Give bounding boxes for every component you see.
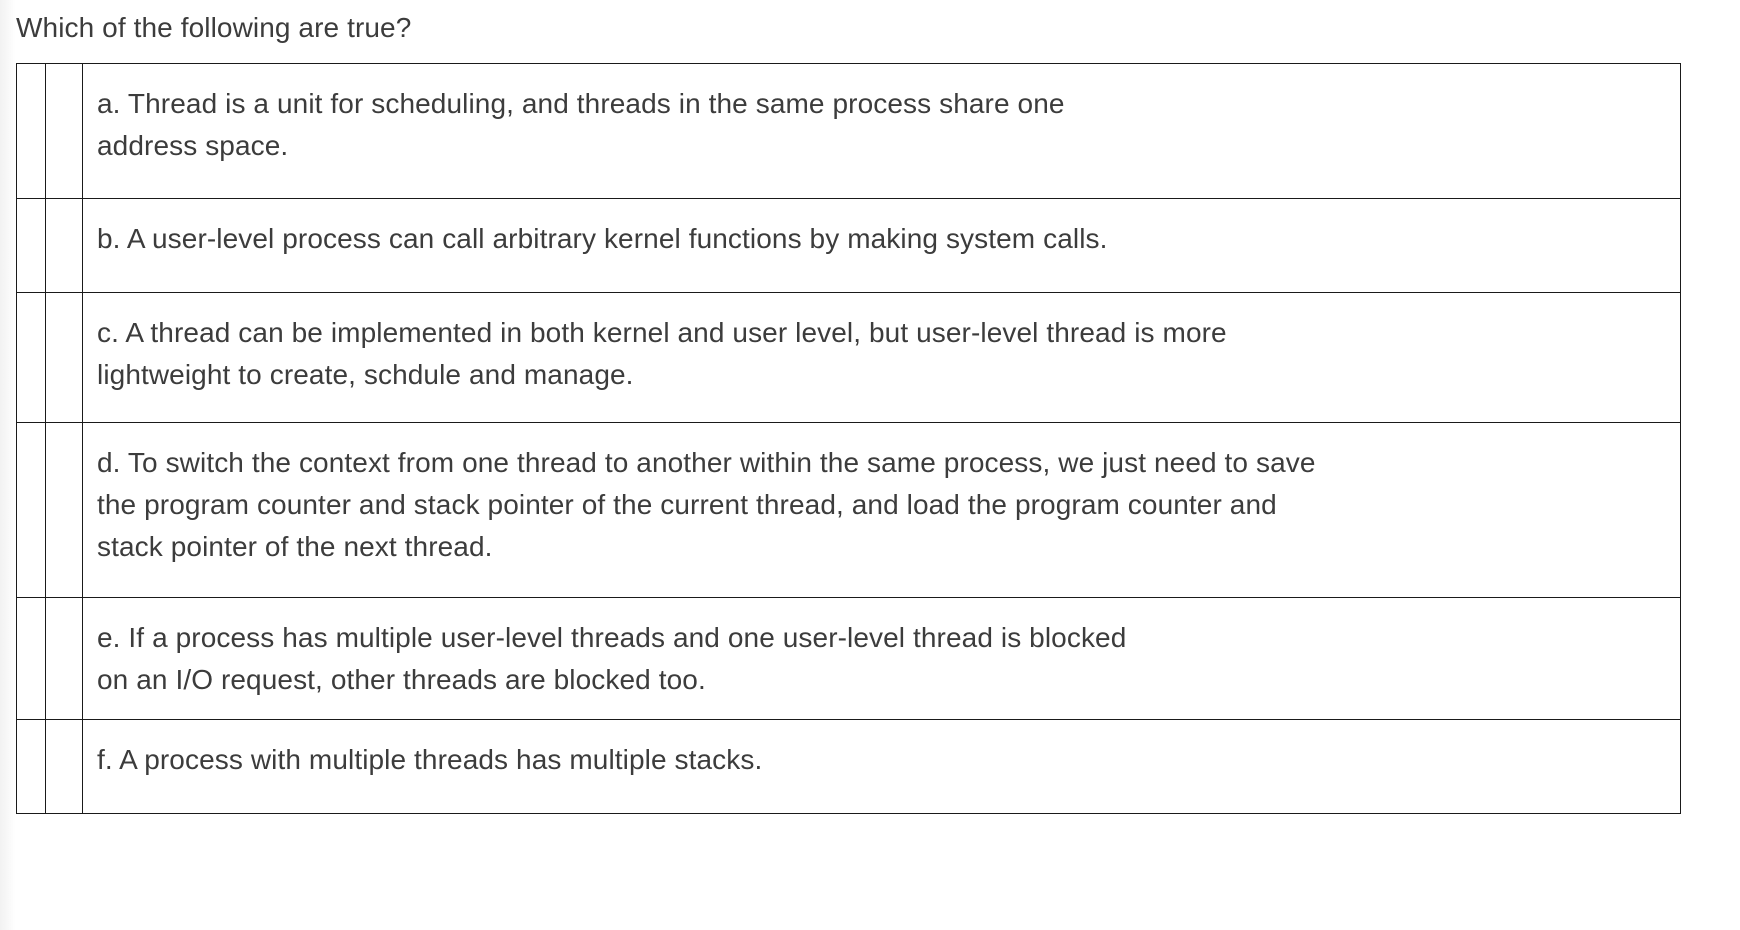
option-cell[interactable]: d. To switch the context from one thread…	[82, 422, 1681, 598]
row-marker-cell-1[interactable]	[16, 597, 46, 720]
row-marker-cell-1[interactable]	[16, 719, 46, 814]
row-marker-cell-2[interactable]	[45, 198, 83, 293]
table-row[interactable]: f. A process with multiple threads has m…	[16, 719, 1681, 814]
option-cell[interactable]: e. If a process has multiple user-level …	[82, 597, 1681, 720]
option-cell[interactable]: a. Thread is a unit for scheduling, and …	[82, 63, 1681, 199]
row-marker-cell-2[interactable]	[45, 719, 83, 814]
page-left-gutter	[0, 0, 15, 930]
table-row[interactable]: a. Thread is a unit for scheduling, and …	[16, 63, 1681, 199]
option-cell[interactable]: f. A process with multiple threads has m…	[82, 719, 1681, 814]
options-table: a. Thread is a unit for scheduling, and …	[16, 63, 1681, 814]
table-row[interactable]: b. A user-level process can call arbitra…	[16, 198, 1681, 293]
row-marker-cell-1[interactable]	[16, 422, 46, 598]
option-text: f. A process with multiple threads has m…	[97, 744, 763, 775]
row-marker-cell-2[interactable]	[45, 597, 83, 720]
row-marker-cell-1[interactable]	[16, 198, 46, 293]
table-row[interactable]: c. A thread can be implemented in both k…	[16, 292, 1681, 423]
table-row[interactable]: e. If a process has multiple user-level …	[16, 597, 1681, 720]
option-text: e. If a process has multiple user-level …	[97, 622, 1127, 695]
row-marker-cell-2[interactable]	[45, 422, 83, 598]
row-marker-cell-1[interactable]	[16, 63, 46, 199]
row-marker-cell-1[interactable]	[16, 292, 46, 423]
options-table-body: a. Thread is a unit for scheduling, and …	[16, 63, 1681, 814]
table-row[interactable]: d. To switch the context from one thread…	[16, 422, 1681, 598]
option-cell[interactable]: b. A user-level process can call arbitra…	[82, 198, 1681, 293]
option-text: d. To switch the context from one thread…	[97, 447, 1316, 562]
question-prompt: Which of the following are true?	[16, 12, 412, 43]
row-marker-cell-2[interactable]	[45, 63, 83, 199]
row-marker-cell-2[interactable]	[45, 292, 83, 423]
option-text: b. A user-level process can call arbitra…	[97, 223, 1108, 254]
option-text: c. A thread can be implemented in both k…	[97, 317, 1227, 390]
option-text: a. Thread is a unit for scheduling, and …	[97, 88, 1065, 161]
option-cell[interactable]: c. A thread can be implemented in both k…	[82, 292, 1681, 423]
